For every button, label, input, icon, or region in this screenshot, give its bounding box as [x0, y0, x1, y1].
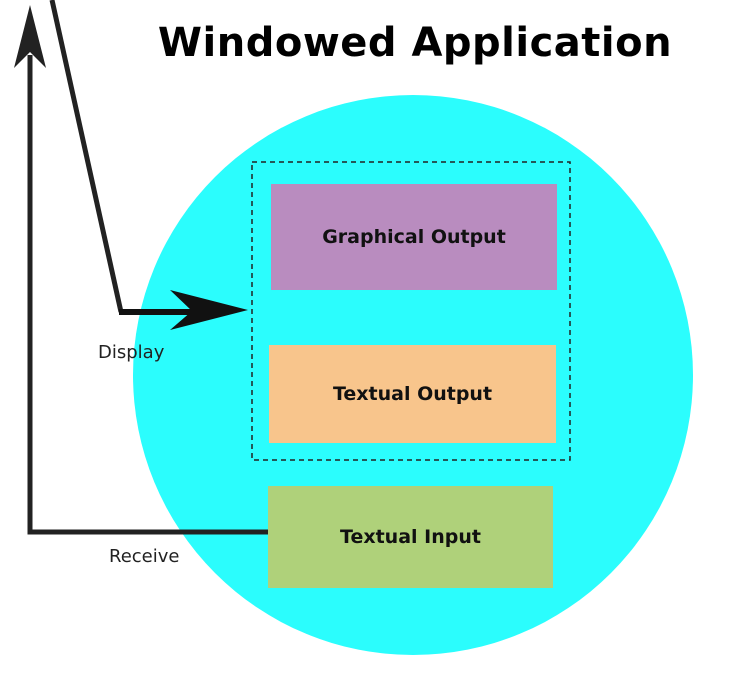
page-title: Windowed Application [157, 20, 673, 66]
graphical-output-label: Graphical Output [322, 226, 506, 248]
textual-output-box: Textual Output [269, 345, 556, 443]
textual-output-label: Textual Output [332, 383, 493, 405]
receive-connector-line [27, 55, 268, 535]
right-arrowhead [170, 290, 248, 330]
up-arrowhead [14, 5, 46, 68]
output-group-dashed-border [251, 161, 571, 461]
display-diagonal-line [49, 0, 124, 313]
receive-label: Receive [109, 546, 180, 567]
display-label: Display [98, 342, 165, 363]
graphical-output-box: Graphical Output [271, 184, 557, 290]
textual-input-label: Textual Input [340, 526, 481, 548]
textual-input-box: Textual Input [268, 486, 553, 588]
